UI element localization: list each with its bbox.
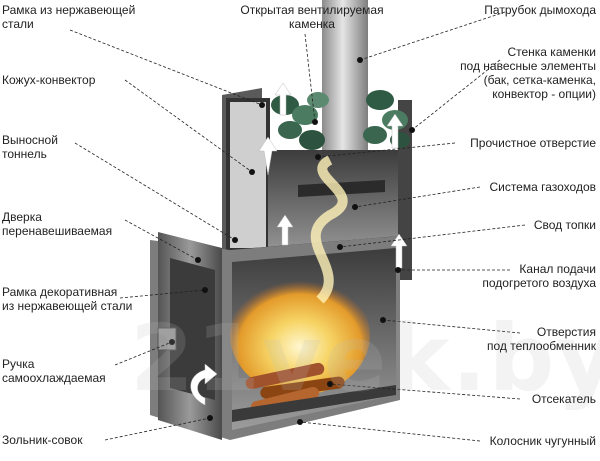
heater-inner	[226, 98, 270, 252]
leader-dots	[169, 57, 415, 425]
chimney-pipe	[322, 0, 368, 160]
air-arrows	[190, 82, 408, 406]
leader-lines	[69, 11, 526, 442]
flame-trail	[310, 155, 348, 304]
label-remote-tunnel: Выносной тоннель	[2, 133, 58, 161]
label-frame-steel: Рамка из нержавеющей стали	[2, 3, 136, 31]
watermark: 21vek.by	[130, 305, 600, 412]
label-cleaning-hole: Прочистное отверстие	[470, 136, 596, 150]
label-gas-ducts: Система газоходов	[489, 180, 596, 194]
label-decor-frame: Рамка декоративная из нержавеющей стали	[2, 285, 133, 313]
fire-glow	[230, 275, 370, 395]
label-casing-convector: Кожух-конвектор	[2, 73, 96, 87]
label-air-channel: Канал подачи подогретого воздуха	[482, 262, 596, 290]
door-frame	[170, 258, 215, 400]
label-grate: Колосник чугунный	[489, 434, 596, 448]
label-chimney-pipe: Патрубок дымохода	[484, 3, 596, 17]
grate	[232, 385, 396, 422]
label-door: Дверка перенавешиваемая	[2, 210, 113, 238]
label-ash-pan: Зольник-совок	[2, 433, 83, 447]
label-heat-exchanger-holes: Отверстия под теплообменник	[486, 325, 596, 353]
label-handle: Ручка самоохлаждаемая	[2, 357, 106, 385]
label-heater-wall: Стенка каменки под навесные элементы (ба…	[460, 45, 596, 101]
label-firebox-vault: Свод топки	[533, 218, 596, 232]
label-cutter: Отсекатель	[531, 392, 596, 406]
label-open-heater: Открытая вентилируемая каменка	[240, 3, 384, 31]
